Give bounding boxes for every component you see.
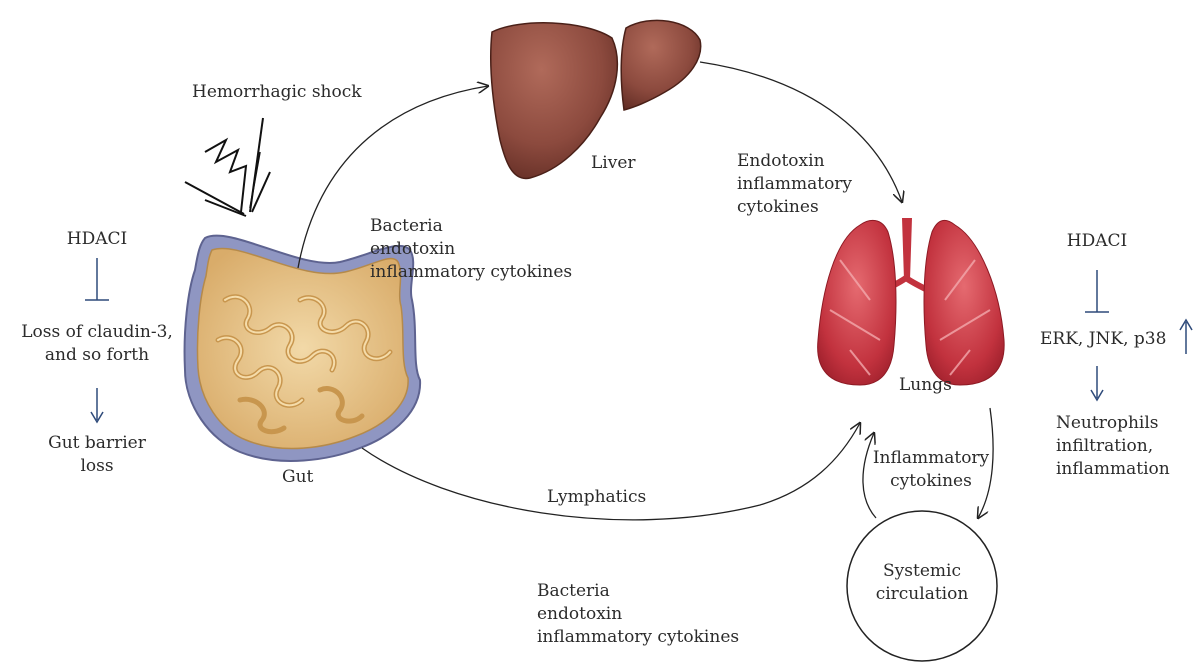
upper-route-label: Bacteria endotoxin inflammatory cytokine… — [370, 215, 572, 284]
right-up-arrow-icon — [1180, 320, 1192, 354]
left-inhibition-symbol — [85, 258, 109, 300]
left-outcome-label: Gut barrier loss — [27, 432, 167, 478]
liver-to-lungs-label: Endotoxin inflammatory cytokines — [737, 150, 852, 219]
right-target-label: ERK, JNK, p38 — [1040, 328, 1166, 351]
left-target-label: Loss of claudin-3, and so forth — [2, 321, 192, 367]
left-hdaci-label: HDACI — [47, 228, 147, 251]
hemorrhagic-shock-label: Hemorrhagic shock — [192, 81, 362, 104]
lower-route-label: Bacteria endotoxin inflammatory cytokine… — [537, 580, 739, 649]
liver-label: Liver — [591, 152, 636, 175]
circulation-to-lungs-label: Inflammatory cytokines — [870, 447, 992, 493]
systemic-circulation-label: Systemic circulation — [862, 560, 982, 606]
left-down-arrow-icon — [91, 388, 103, 422]
lymphatics-label: Lymphatics — [547, 486, 646, 509]
right-outcome-label: Neutrophils infiltration, inflammation — [1056, 412, 1170, 481]
right-inhibition-symbol — [1085, 270, 1109, 312]
right-down-arrow-icon — [1091, 366, 1103, 400]
lightning-bolt-icon — [185, 118, 270, 216]
right-hdaci-label: HDACI — [1047, 230, 1147, 253]
lungs-illustration — [818, 218, 1005, 385]
lungs-label: Lungs — [899, 374, 952, 397]
gut-label: Gut — [282, 466, 313, 489]
